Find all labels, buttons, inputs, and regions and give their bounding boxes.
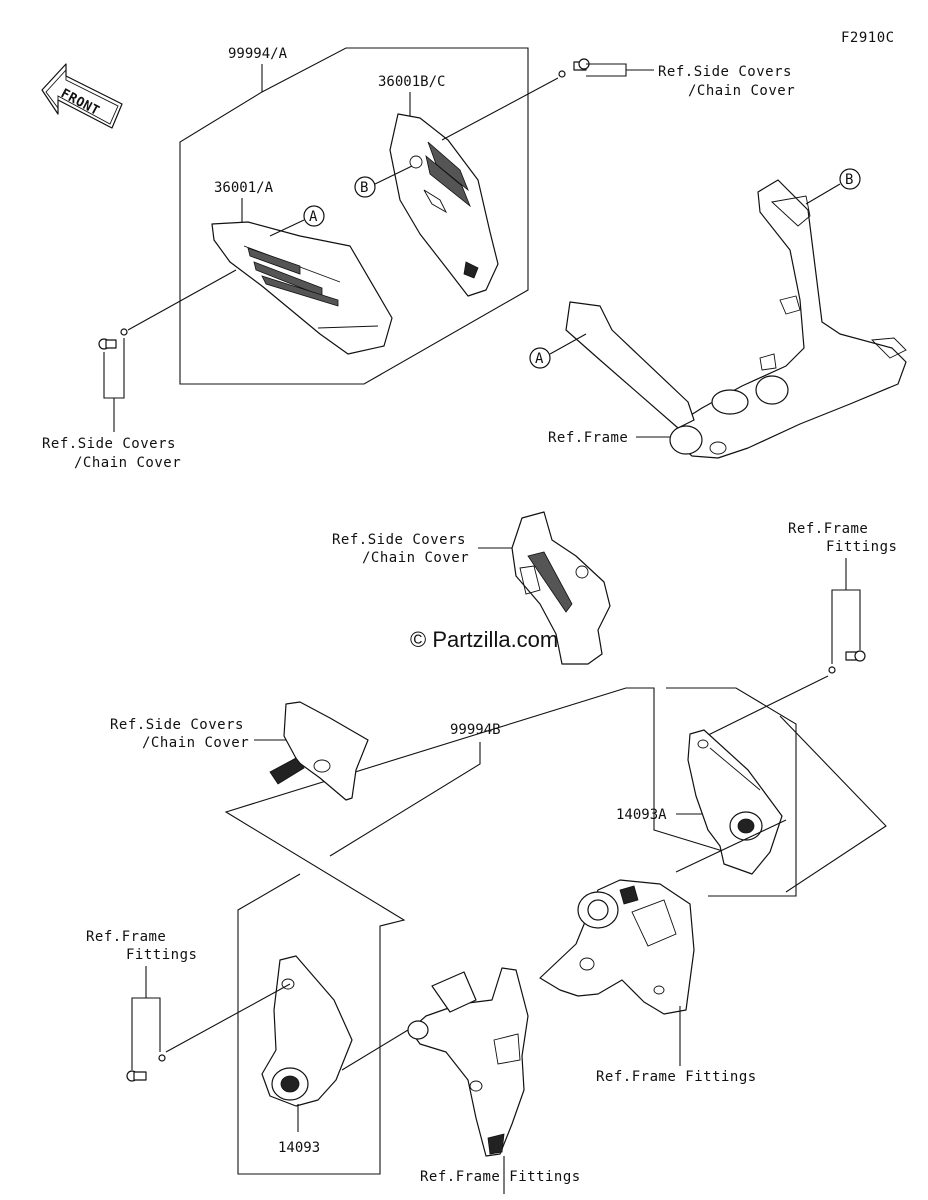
cover-left-36001a[interactable] (211, 221, 393, 355)
ref-chain-cover-left-mid[interactable]: /Chain Cover (142, 735, 249, 751)
ref-side-covers-top-right[interactable]: Ref.Side Covers (658, 64, 792, 80)
callout-b-top: B (354, 165, 413, 198)
ref-frame-fittings-left-l1[interactable]: Ref.Frame (86, 929, 166, 945)
watermark: © Partzilla.com (410, 627, 558, 652)
ref-frame-fittings-middle-bottom[interactable]: Ref.Frame Fittings (420, 1169, 581, 1185)
svg-text:B: B (360, 180, 369, 196)
svg-text:A: A (535, 351, 544, 367)
callout-a-frame: A (529, 333, 587, 369)
ref-side-covers-left-mid[interactable]: Ref.Side Covers (110, 717, 244, 733)
ref-chain-cover-mid[interactable]: /Chain Cover (362, 550, 469, 566)
screw-right-top (558, 58, 590, 78)
ref-chain-cover-top-left[interactable]: /Chain Cover (74, 455, 181, 471)
plate-14093[interactable] (261, 955, 353, 1107)
plate-14093a[interactable] (687, 729, 783, 875)
ref-side-covers-mid[interactable]: Ref.Side Covers (332, 532, 466, 548)
ref-frame-fittings-right-l1[interactable]: Ref.Frame (788, 521, 868, 537)
screw-left-top (98, 328, 128, 350)
part-number-14093a[interactable]: 14093A (616, 807, 667, 823)
kit-b-bracket (224, 687, 887, 1175)
side-cover-left (269, 701, 369, 801)
kit-a-bracket (179, 47, 529, 385)
figure-code: F2910C (841, 30, 895, 46)
cover-right-36001bc[interactable] (389, 113, 499, 297)
ref-side-covers-top-left[interactable]: Ref.Side Covers (42, 436, 176, 452)
screw-left-lower (126, 1054, 166, 1082)
frame-fitting-right (539, 879, 695, 1015)
callout-b-frame: B (805, 168, 861, 205)
frame-fitting-middle (407, 967, 529, 1157)
part-number-99994b[interactable]: 99994B (450, 722, 501, 738)
part-number-99994a[interactable]: 99994/A (228, 46, 288, 62)
part-number-14093[interactable]: 14093 (278, 1140, 320, 1156)
svg-text:B: B (845, 172, 854, 188)
svg-text:A: A (309, 209, 318, 225)
ref-frame-fittings-right-l2[interactable]: Fittings (826, 539, 897, 555)
screw-right-lower (828, 650, 866, 674)
ref-frame[interactable]: Ref.Frame (548, 430, 628, 446)
callout-a-top: A (269, 205, 325, 237)
part-number-36001bc[interactable]: 36001B/C (378, 74, 445, 90)
side-cover-middle (511, 511, 611, 665)
ref-frame-fittings-left-l2[interactable]: Fittings (126, 947, 197, 963)
frame-assembly (565, 179, 907, 459)
part-number-36001a[interactable]: 36001/A (214, 180, 274, 196)
front-arrow-icon: FRONT (41, 63, 123, 129)
ref-chain-cover-top-right[interactable]: /Chain Cover (688, 83, 795, 99)
ref-frame-fittings-right-bottom[interactable]: Ref.Frame Fittings (596, 1069, 757, 1085)
